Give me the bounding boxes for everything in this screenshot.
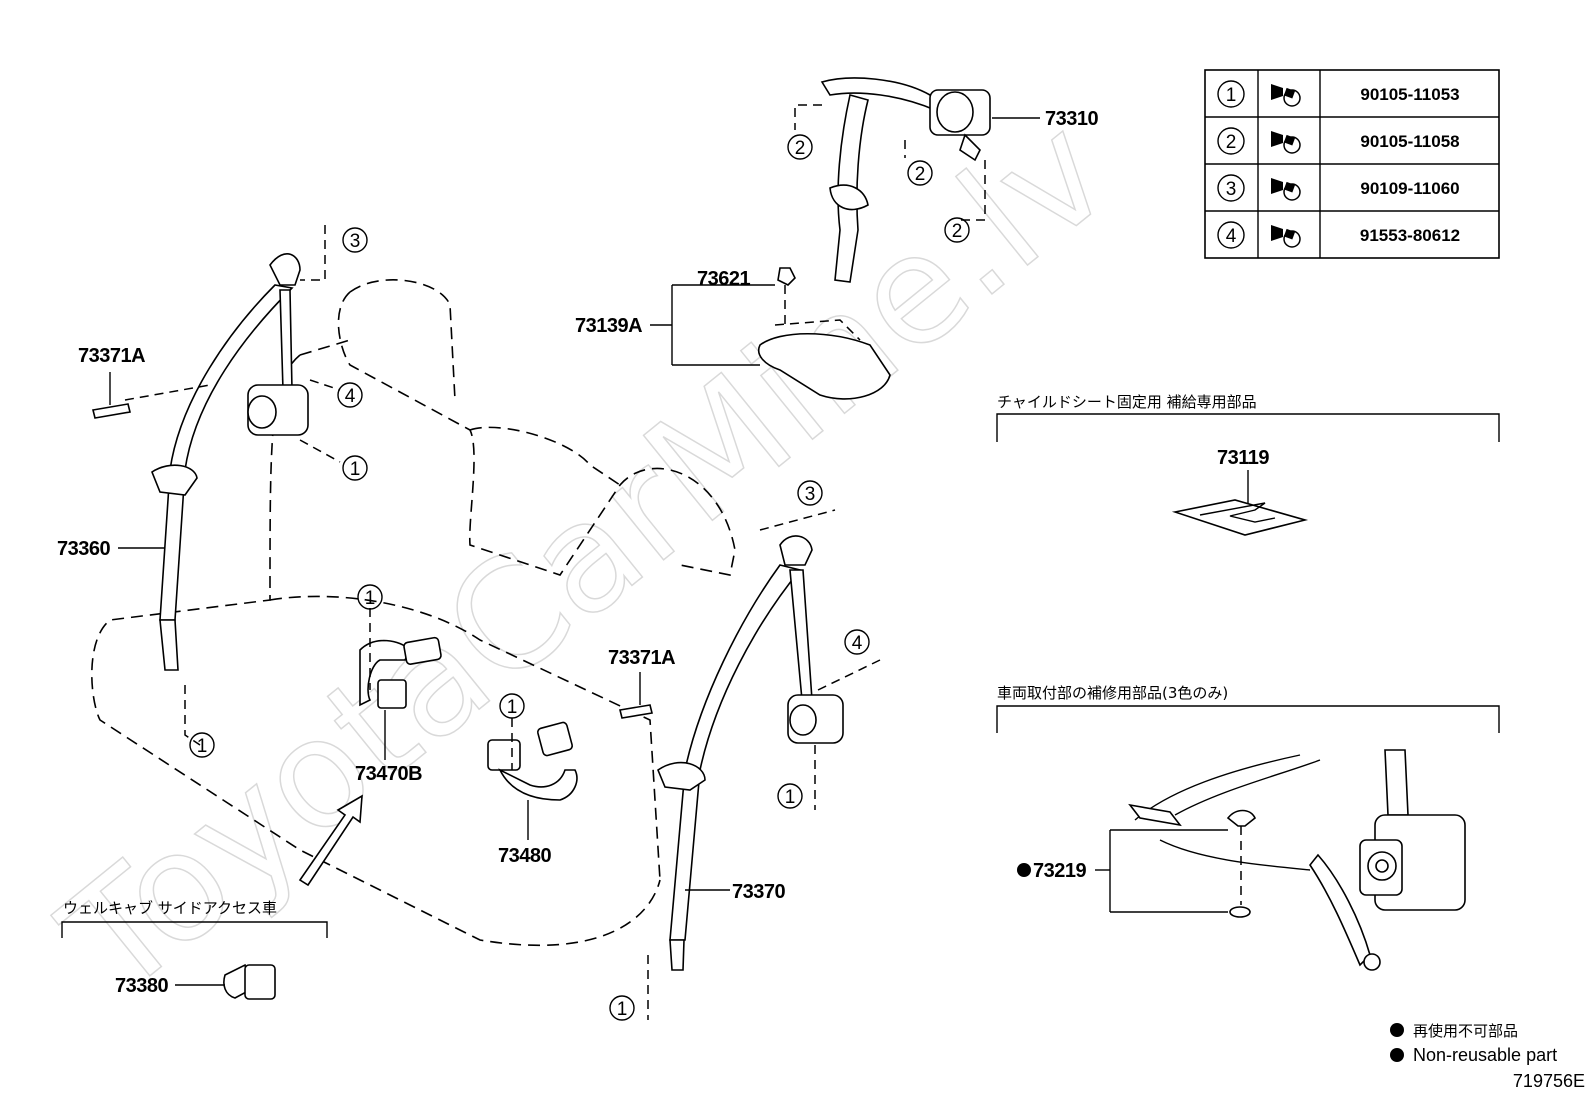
fastener-row-3: 3 90109-11060 xyxy=(1217,174,1460,202)
callout-1-buckle-a: 1 xyxy=(357,584,383,610)
label-73371A-left: 73371A xyxy=(78,345,145,367)
svg-text:1: 1 xyxy=(350,459,361,480)
svg-text:2: 2 xyxy=(915,164,926,185)
callout-1-left-a: 1 xyxy=(342,455,368,481)
legend-dot-en xyxy=(1390,1048,1404,1062)
callout-3-right: 3 xyxy=(797,480,823,506)
callout-1-left-b: 1 xyxy=(189,732,215,758)
label-73371A-right: 73371A xyxy=(608,647,675,669)
svg-text:1: 1 xyxy=(365,588,376,609)
label-73480: 73480 xyxy=(498,845,551,867)
bolt-icon xyxy=(1271,178,1301,201)
bolt-icon xyxy=(1271,84,1301,107)
caption-vehicle-repair: 車両取付部の補修用部品(3色のみ) xyxy=(997,684,1228,702)
legend-dot-jp xyxy=(1390,1023,1404,1037)
svg-text:1: 1 xyxy=(617,999,628,1020)
buckle-73480 xyxy=(487,718,578,840)
bracket-73371A-right xyxy=(619,672,653,719)
retractor-detail xyxy=(1095,749,1466,971)
fastener-row-4: 4 91553-80612 xyxy=(1217,221,1460,249)
fastener-table xyxy=(1204,69,1500,259)
callout-1-right-b: 1 xyxy=(609,995,635,1021)
callout-3-left: 3 xyxy=(342,227,368,253)
svg-text:1: 1 xyxy=(507,697,518,718)
bracket-73371A-left xyxy=(92,372,131,419)
seat-belt-73360 xyxy=(118,225,341,746)
callout-2a: 2 xyxy=(787,134,813,160)
label-73380: 73380 xyxy=(115,975,168,997)
label-73219: 73219 xyxy=(1033,860,1086,882)
svg-text:1: 1 xyxy=(785,787,796,808)
label-73139A: 73139A xyxy=(575,315,642,337)
vehicle-repair-bracket xyxy=(996,705,1500,733)
child-seat-bracket xyxy=(996,413,1500,442)
label-73470B: 73470B xyxy=(355,763,422,785)
fastener-row-2: 2 90105-11058 xyxy=(1217,127,1460,155)
retractor-73310 xyxy=(794,77,1040,283)
svg-text:3: 3 xyxy=(350,231,361,252)
callout-2c: 2 xyxy=(944,217,970,243)
svg-text:1: 1 xyxy=(1226,85,1237,106)
bolt-icon xyxy=(1271,225,1301,248)
cover-73139A xyxy=(650,267,891,400)
svg-text:2: 2 xyxy=(1226,132,1237,153)
welcab-bracket xyxy=(61,921,328,938)
label-73310: 73310 xyxy=(1045,108,1098,130)
seat-belt-73370 xyxy=(647,509,881,1020)
buckle-73380 xyxy=(175,963,276,1000)
fastener-row-1: 1 90105-11053 xyxy=(1217,80,1460,108)
svg-text:3: 3 xyxy=(1226,179,1237,200)
caption-welcab: ウェルキャブ サイドアクセス車 xyxy=(63,899,277,917)
label-73360: 73360 xyxy=(57,538,110,560)
arrow-pointer xyxy=(298,794,363,887)
legend-jp: 再使用不可部品 xyxy=(1413,1022,1518,1040)
callout-1-buckle-b: 1 xyxy=(499,693,525,719)
pad-73119 xyxy=(1171,499,1309,536)
svg-text:90105-11058: 90105-11058 xyxy=(1360,132,1459,151)
label-73119: 73119 xyxy=(1217,447,1269,469)
callout-2b: 2 xyxy=(907,160,933,186)
figure-id: 719756E xyxy=(1513,1071,1585,1091)
label-73621: 73621 xyxy=(697,268,750,290)
legend-en: Non-reusable part xyxy=(1413,1045,1557,1065)
callout-1-right-a: 1 xyxy=(777,783,803,809)
svg-text:3: 3 xyxy=(805,484,816,505)
svg-text:2: 2 xyxy=(795,138,806,159)
watermark: ToyotaCarMine.lv xyxy=(32,85,1140,1029)
svg-text:91553-80612: 91553-80612 xyxy=(1360,226,1460,245)
svg-text:4: 4 xyxy=(345,386,356,407)
svg-text:2: 2 xyxy=(952,221,963,242)
non-reusable-dot xyxy=(1017,863,1031,877)
svg-text:1: 1 xyxy=(197,736,208,757)
svg-text:90109-11060: 90109-11060 xyxy=(1360,179,1459,198)
caption-child-seat: チャイルドシート固定用 補給専用部品 xyxy=(997,393,1257,411)
svg-text:4: 4 xyxy=(852,633,863,654)
svg-text:90105-11053: 90105-11053 xyxy=(1360,85,1459,104)
svg-text:4: 4 xyxy=(1226,226,1237,247)
callout-4-right: 4 xyxy=(844,629,870,655)
bolt-icon xyxy=(1271,131,1301,154)
callout-4-left: 4 xyxy=(337,382,363,408)
label-73370: 73370 xyxy=(732,881,785,903)
buckle-73470B xyxy=(359,608,442,760)
